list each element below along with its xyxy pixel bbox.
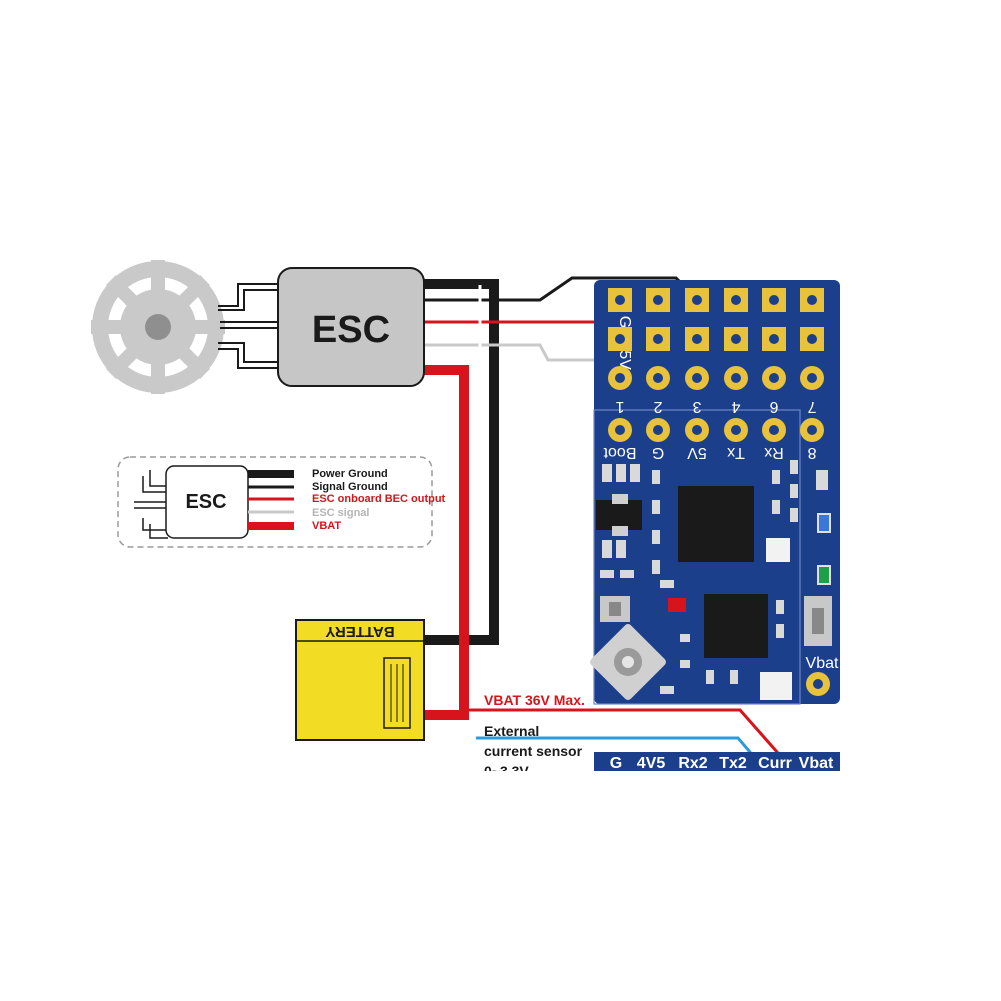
esc-legend-label: ESC bbox=[185, 491, 226, 513]
legend-vbat: VBAT bbox=[312, 520, 341, 532]
bottom-pin-label-0: G bbox=[610, 755, 622, 772]
battery: BATTERY bbox=[295, 619, 425, 741]
mid-pin-label-2: 5V bbox=[687, 444, 707, 461]
legend-bec-output: ESC onboard BEC output bbox=[312, 493, 446, 505]
bottom-pin-labels: G 4V5 Rx2 Tx2 Curr Vbat bbox=[610, 755, 834, 772]
motor-phase-wires bbox=[218, 283, 280, 369]
bottom-connector-strip: G 4V5 Rx2 Tx2 Curr Vbat bbox=[594, 752, 840, 772]
mcu-chip bbox=[678, 486, 754, 562]
vbat-pad bbox=[806, 672, 830, 696]
top-pin-labels: 1 2 3 4 6 7 bbox=[615, 398, 816, 415]
mid-pin-labels: Boot G 5V Tx Rx 8 bbox=[603, 444, 816, 461]
esc-main-label: ESC bbox=[312, 309, 390, 351]
regulator-chip bbox=[596, 500, 642, 530]
vbat-wire bbox=[424, 365, 469, 720]
mid-pin-label-1: G bbox=[652, 444, 664, 461]
bottom-pin-label-4: Curr bbox=[758, 755, 792, 772]
board-vbat-label: Vbat bbox=[806, 655, 839, 672]
ext-sensor-line1: External bbox=[484, 723, 539, 739]
top-side-label-5v: 5V bbox=[616, 350, 633, 370]
mid-pin-label-3: Tx bbox=[727, 444, 745, 461]
blue-led bbox=[817, 513, 831, 533]
ext-sensor-line2: current sensor bbox=[484, 743, 583, 759]
legend-power-ground: Power Ground bbox=[312, 468, 388, 480]
ufl-connector bbox=[590, 624, 666, 700]
mid-pin-label-5: 8 bbox=[807, 444, 816, 461]
top-pin-label-2: 3 bbox=[692, 398, 701, 415]
battery-label: BATTERY bbox=[325, 623, 394, 640]
mid-pin-label-4: Rx bbox=[764, 444, 784, 461]
top-header-pads bbox=[608, 288, 824, 390]
motor-icon bbox=[91, 260, 225, 394]
flight-controller-board: 1 2 3 4 6 7 G 5V Boot G 5V Tx Rx 8 bbox=[590, 280, 840, 705]
imu-chip bbox=[704, 594, 768, 658]
bottom-pin-label-2: Rx2 bbox=[678, 755, 707, 772]
top-pin-label-5: 7 bbox=[807, 398, 816, 415]
top-pin-label-0: 1 bbox=[615, 398, 624, 415]
cap-white bbox=[760, 672, 792, 700]
green-led bbox=[817, 565, 831, 585]
legend-esc-signal: ESC signal bbox=[312, 507, 369, 519]
bottom-pin-label-3: Tx2 bbox=[719, 755, 747, 772]
top-pin-label-4: 6 bbox=[769, 398, 778, 415]
bottom-pin-label-5: Vbat bbox=[799, 755, 834, 772]
mid-header-pads bbox=[608, 418, 824, 442]
wire-legend: ESC Power Ground Signal Ground ESC onboa… bbox=[117, 456, 446, 548]
bottom-pin-label-1: 4V5 bbox=[637, 755, 666, 772]
mid-pin-label-0: Boot bbox=[603, 444, 636, 461]
vbat-max-label: VBAT 36V Max. bbox=[484, 692, 585, 708]
top-pin-label-3: 4 bbox=[731, 398, 740, 415]
top-pin-label-1: 2 bbox=[653, 398, 662, 415]
baro-sensor bbox=[766, 538, 790, 562]
red-smd bbox=[668, 598, 686, 612]
top-side-label-g: G bbox=[616, 316, 633, 328]
legend-signal-ground: Signal Ground bbox=[312, 481, 388, 493]
esc-main: ESC bbox=[277, 267, 425, 387]
